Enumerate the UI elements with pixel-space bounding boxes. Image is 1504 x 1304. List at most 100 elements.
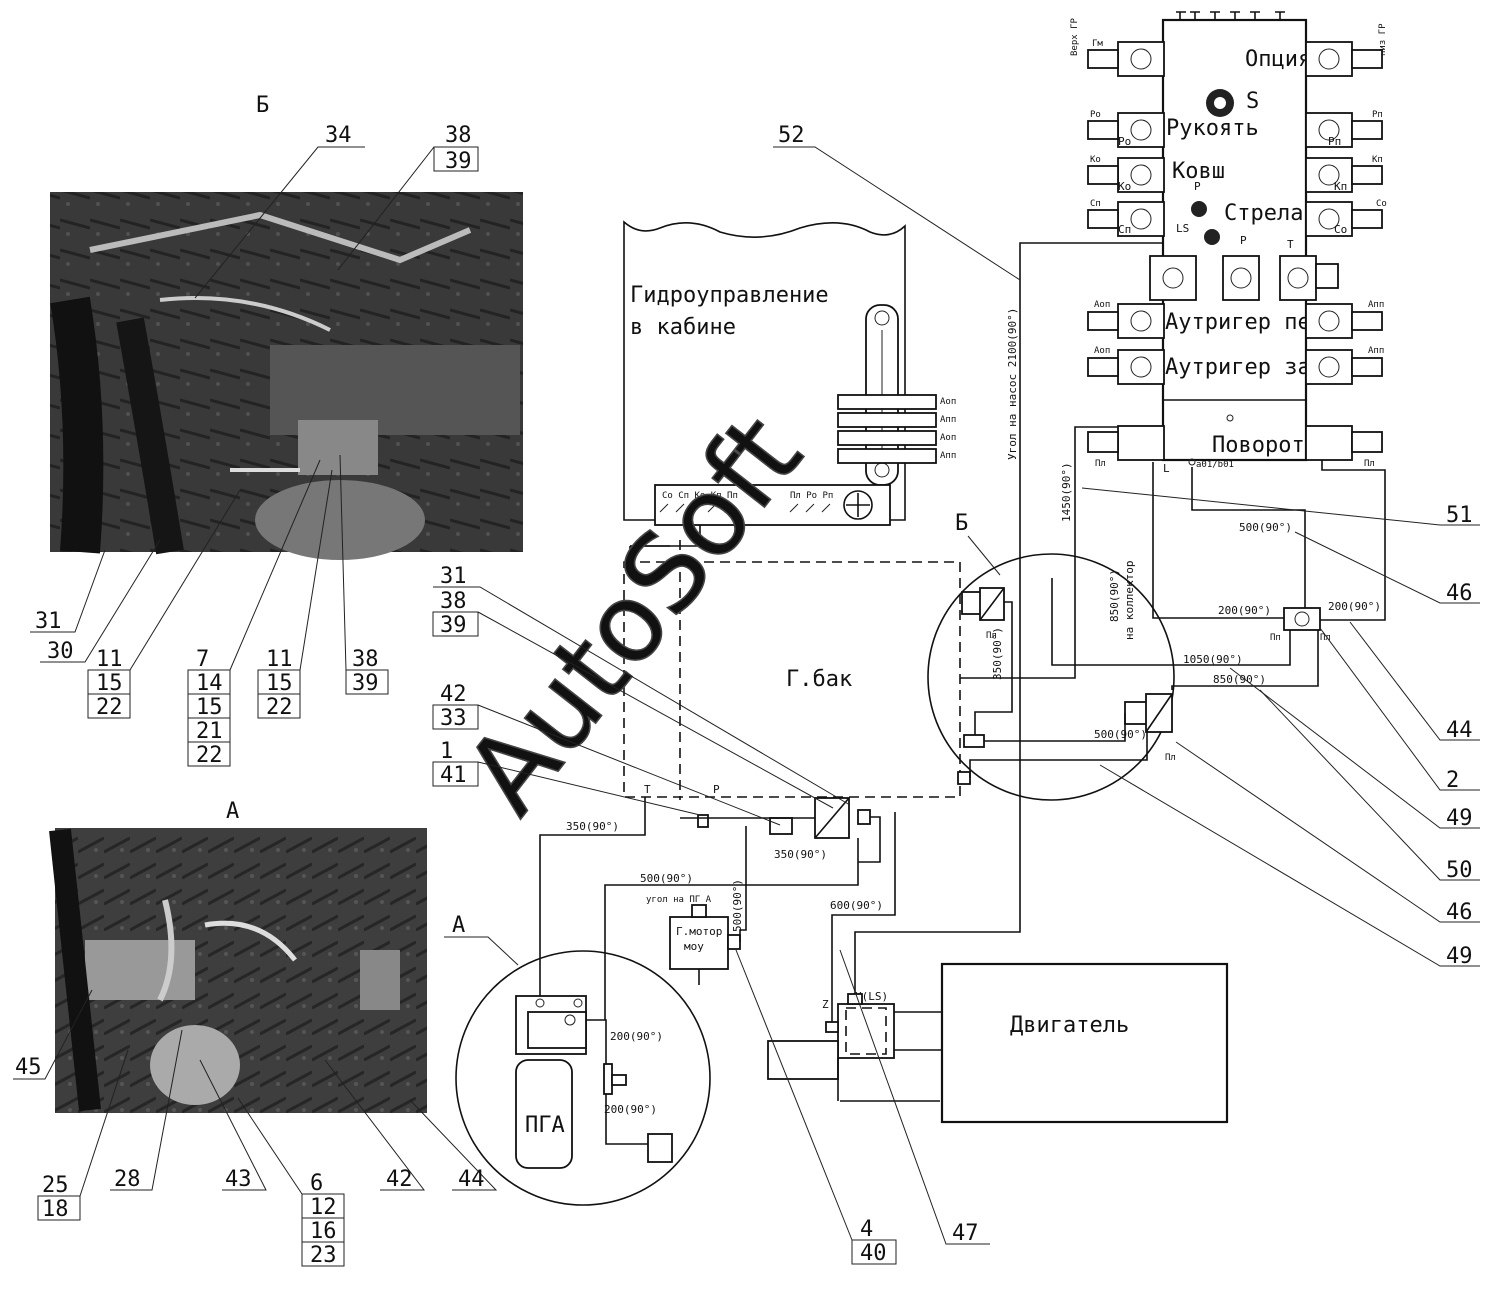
callout-49-b: 49 [1446, 944, 1473, 969]
dim-500c: 500(90°) [640, 872, 693, 885]
callout-31-left: 31 [35, 609, 62, 634]
port-kp-out: Кп [1372, 155, 1383, 165]
dim-200a: 200(90°) [610, 1030, 663, 1043]
dim-200b: 200(90°) [604, 1103, 657, 1116]
callout-1: 1 [440, 739, 453, 764]
callout-28: 28 [114, 1167, 141, 1192]
callout-b: Б [955, 511, 968, 536]
port-pl-1: Пл [1320, 633, 1331, 643]
callout-39-c: 39 [440, 613, 467, 638]
valve-fittings: Гм Ро Рп Ро Рп Ко Кп Ко Кп Сп [1087, 39, 1387, 469]
control-valve-block: Верх ГР низ ГР Опция Рукоять Ковш Стрела… [1070, 11, 1388, 475]
callouts: 34 38 39 52 31 30 11 15 22 7 14 15 21 [13, 123, 1480, 1268]
dim-350b: 350(90°) [991, 627, 1004, 680]
callout-15-a: 15 [96, 671, 123, 696]
cab-side-4: Апп [940, 451, 956, 461]
detail-circle-b: Пл 500(90°) 350(90°) [927, 553, 1175, 801]
pga-label: ПГА [525, 1113, 565, 1138]
port-kp: Кп [1334, 180, 1347, 193]
tank-label: Г.бак [786, 667, 852, 692]
callout-31-right: 31 [440, 564, 467, 589]
dim-850: 850(90°) [1213, 673, 1266, 686]
section-kovsh: Ковш [1172, 159, 1225, 184]
cabin-label-2: в кабине [630, 315, 736, 340]
dim-500c-2: угол на ПГ А [646, 895, 712, 905]
cab-ports-right: Пл Ро Рп [790, 491, 833, 501]
callout-30: 30 [47, 639, 74, 664]
callout-25: 25 [42, 1173, 69, 1198]
valve-top-left-vertical: Верх ГР [1070, 17, 1080, 56]
callout-46-b: 46 [1446, 900, 1473, 925]
valve-s: S [1246, 89, 1259, 114]
section-opciya: Опция [1245, 47, 1311, 72]
dim-350a: 350(90°) [566, 820, 619, 833]
dim-1050: 1050(90°) [1183, 653, 1243, 666]
port-app-2: Апп [1368, 346, 1384, 356]
callout-42-b: 42 [386, 1167, 413, 1192]
callout-45: 45 [15, 1055, 42, 1080]
callout-7: 7 [196, 647, 209, 672]
port-pp-1: Пп [1270, 633, 1281, 643]
callout-34: 34 [325, 123, 352, 148]
callout-12: 12 [310, 1195, 337, 1220]
callout-2: 2 [1446, 768, 1459, 793]
valve-l: L [1163, 462, 1170, 475]
photo-view-b [50, 192, 523, 560]
dim-500a: 500(90°) [1239, 521, 1292, 534]
port-app-1: Апп [1368, 300, 1384, 310]
callout-50: 50 [1446, 858, 1473, 883]
motor-label-2: моу [684, 940, 704, 953]
port-sp: Сп [1118, 223, 1131, 236]
callout-38: 38 [445, 123, 472, 148]
callout-39: 39 [445, 149, 472, 174]
callout-22-b: 22 [196, 743, 223, 768]
section-autriger-zad: Аутригер зад [1165, 355, 1324, 380]
port-pl-left: Пл [1095, 459, 1106, 469]
motor-label-1: Г.мотор [676, 925, 722, 938]
callout-38-b: 38 [352, 647, 379, 672]
cabin-label-1: Гидроуправление [630, 283, 829, 308]
motor-block: Г.мотор моу [669, 904, 741, 985]
callout-15-c: 15 [266, 671, 293, 696]
port-pl-right: Пл [1364, 459, 1375, 469]
tank-block: Г.бак T P [623, 540, 961, 839]
callout-16: 16 [310, 1219, 337, 1244]
dim-350c: 350(90°) [774, 848, 827, 861]
valve-top-right-vertical: низ ГР [1378, 23, 1388, 56]
tank-port-t: T [644, 783, 651, 796]
callout-4: 4 [860, 1217, 873, 1242]
valve-ls: LS [1176, 222, 1189, 235]
callout-41: 41 [440, 763, 467, 788]
port-so: Со [1334, 223, 1347, 236]
dim-500b: 500(90°) [1094, 728, 1147, 741]
section-povorot: Поворот [1212, 433, 1305, 458]
port-pl-2: Пл [1165, 753, 1176, 763]
dim-500d: 500(90°) [731, 879, 744, 932]
callout-11-b: 11 [266, 647, 293, 672]
port-z: Z [822, 998, 829, 1011]
cabin-block: Гидроуправление в кабине Аоп Апп Аоп Апп… [623, 220, 956, 526]
callout-21: 21 [196, 719, 223, 744]
tank-port-p: P [713, 783, 720, 796]
engine-block: Двигатель Z X(LS) [767, 962, 1229, 1124]
port-ro-out: Ро [1090, 110, 1101, 120]
view-b-letter: Б [256, 93, 269, 118]
cab-side-1: Аоп [940, 397, 956, 407]
port-sp-out: Сп [1090, 199, 1101, 209]
callout-18: 18 [42, 1197, 69, 1222]
port-ko-out: Ко [1090, 155, 1101, 165]
callout-46-a: 46 [1446, 581, 1473, 606]
photo-view-a [49, 828, 427, 1113]
callout-33: 33 [440, 706, 467, 731]
dim-850k-2: на коллектор [1123, 561, 1136, 640]
valve-a01b01: a01/b01 [1196, 460, 1234, 470]
section-autriger-per: Аутригер пер [1165, 310, 1324, 335]
dim-850k: 850(90°) [1108, 569, 1121, 622]
callout-a: А [452, 913, 465, 938]
callout-40: 40 [860, 1241, 887, 1266]
callout-39-b: 39 [352, 671, 379, 696]
callout-11-a: 11 [96, 647, 123, 672]
port-xls: X(LS) [855, 990, 888, 1003]
dim-600: 600(90°) [830, 899, 883, 912]
